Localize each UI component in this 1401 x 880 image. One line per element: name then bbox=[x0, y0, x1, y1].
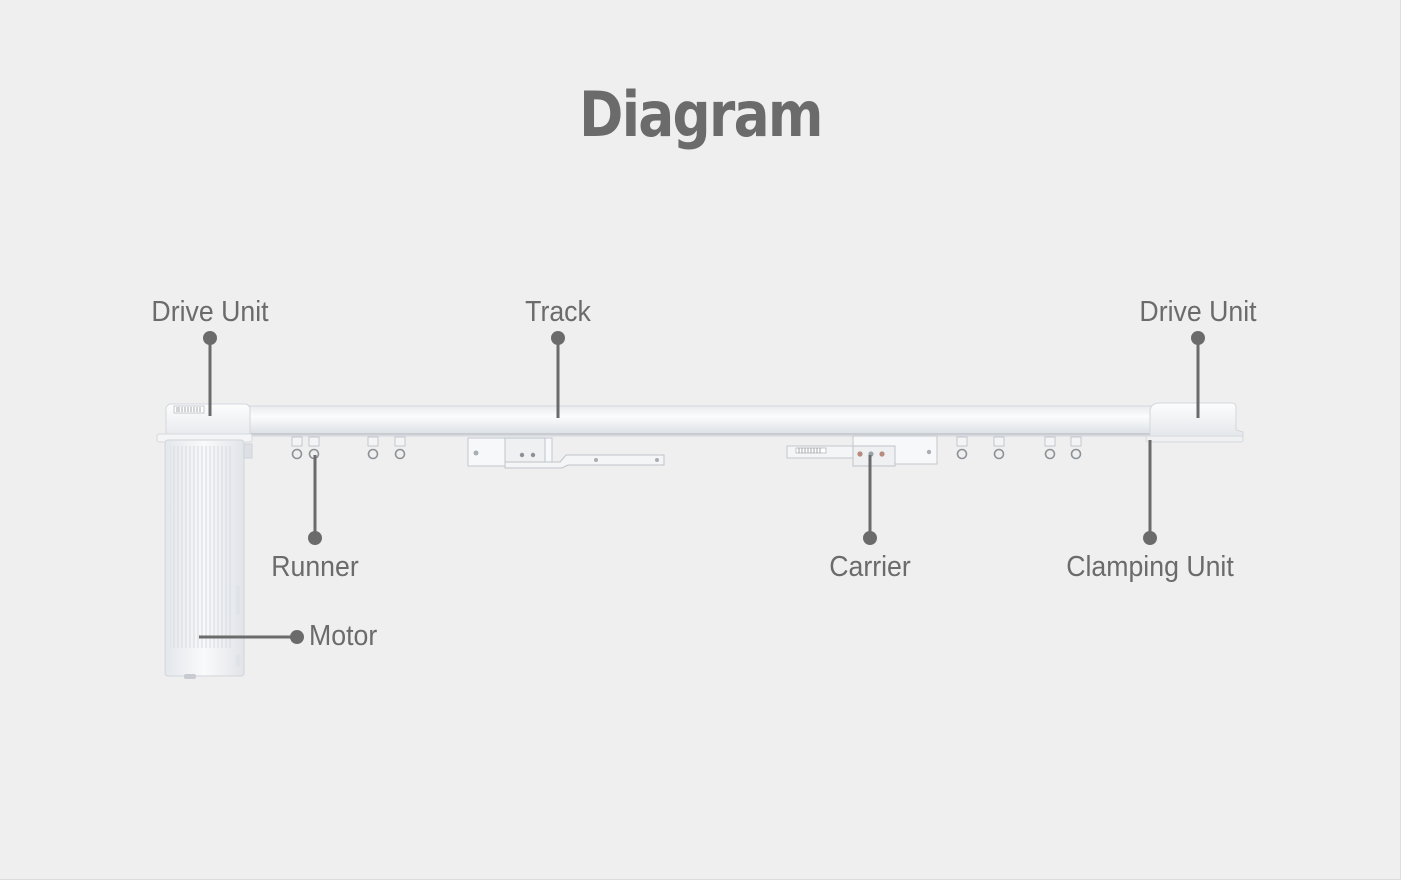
label-drive-unit-right: Drive Unit bbox=[1139, 296, 1257, 328]
leader-clamping-unit bbox=[1143, 440, 1157, 545]
leader-drive-unit-left bbox=[203, 331, 217, 416]
label-drive-unit-left: Drive Unit bbox=[151, 296, 269, 328]
drive-unit-right bbox=[1145, 402, 1244, 443]
leader-track bbox=[551, 331, 565, 418]
carrier-right bbox=[786, 435, 938, 467]
leader-drive-unit-right bbox=[1191, 331, 1205, 418]
motor-body bbox=[164, 439, 253, 679]
page-title: Diagram bbox=[579, 78, 823, 151]
carrier-left bbox=[467, 437, 665, 469]
leader-motor bbox=[199, 630, 304, 644]
leader-runner bbox=[308, 455, 322, 545]
label-motor: Motor bbox=[309, 620, 378, 652]
label-runner: Runner bbox=[271, 551, 359, 583]
drive-unit-left bbox=[156, 403, 253, 443]
track-rail bbox=[239, 405, 1156, 437]
runner-group-left bbox=[291, 436, 406, 460]
label-track: Track bbox=[525, 296, 591, 328]
label-clamping-unit: Clamping Unit bbox=[1066, 551, 1234, 583]
label-carrier: Carrier bbox=[829, 551, 911, 583]
leader-carrier bbox=[863, 455, 877, 545]
runner-group-right bbox=[956, 436, 1082, 460]
